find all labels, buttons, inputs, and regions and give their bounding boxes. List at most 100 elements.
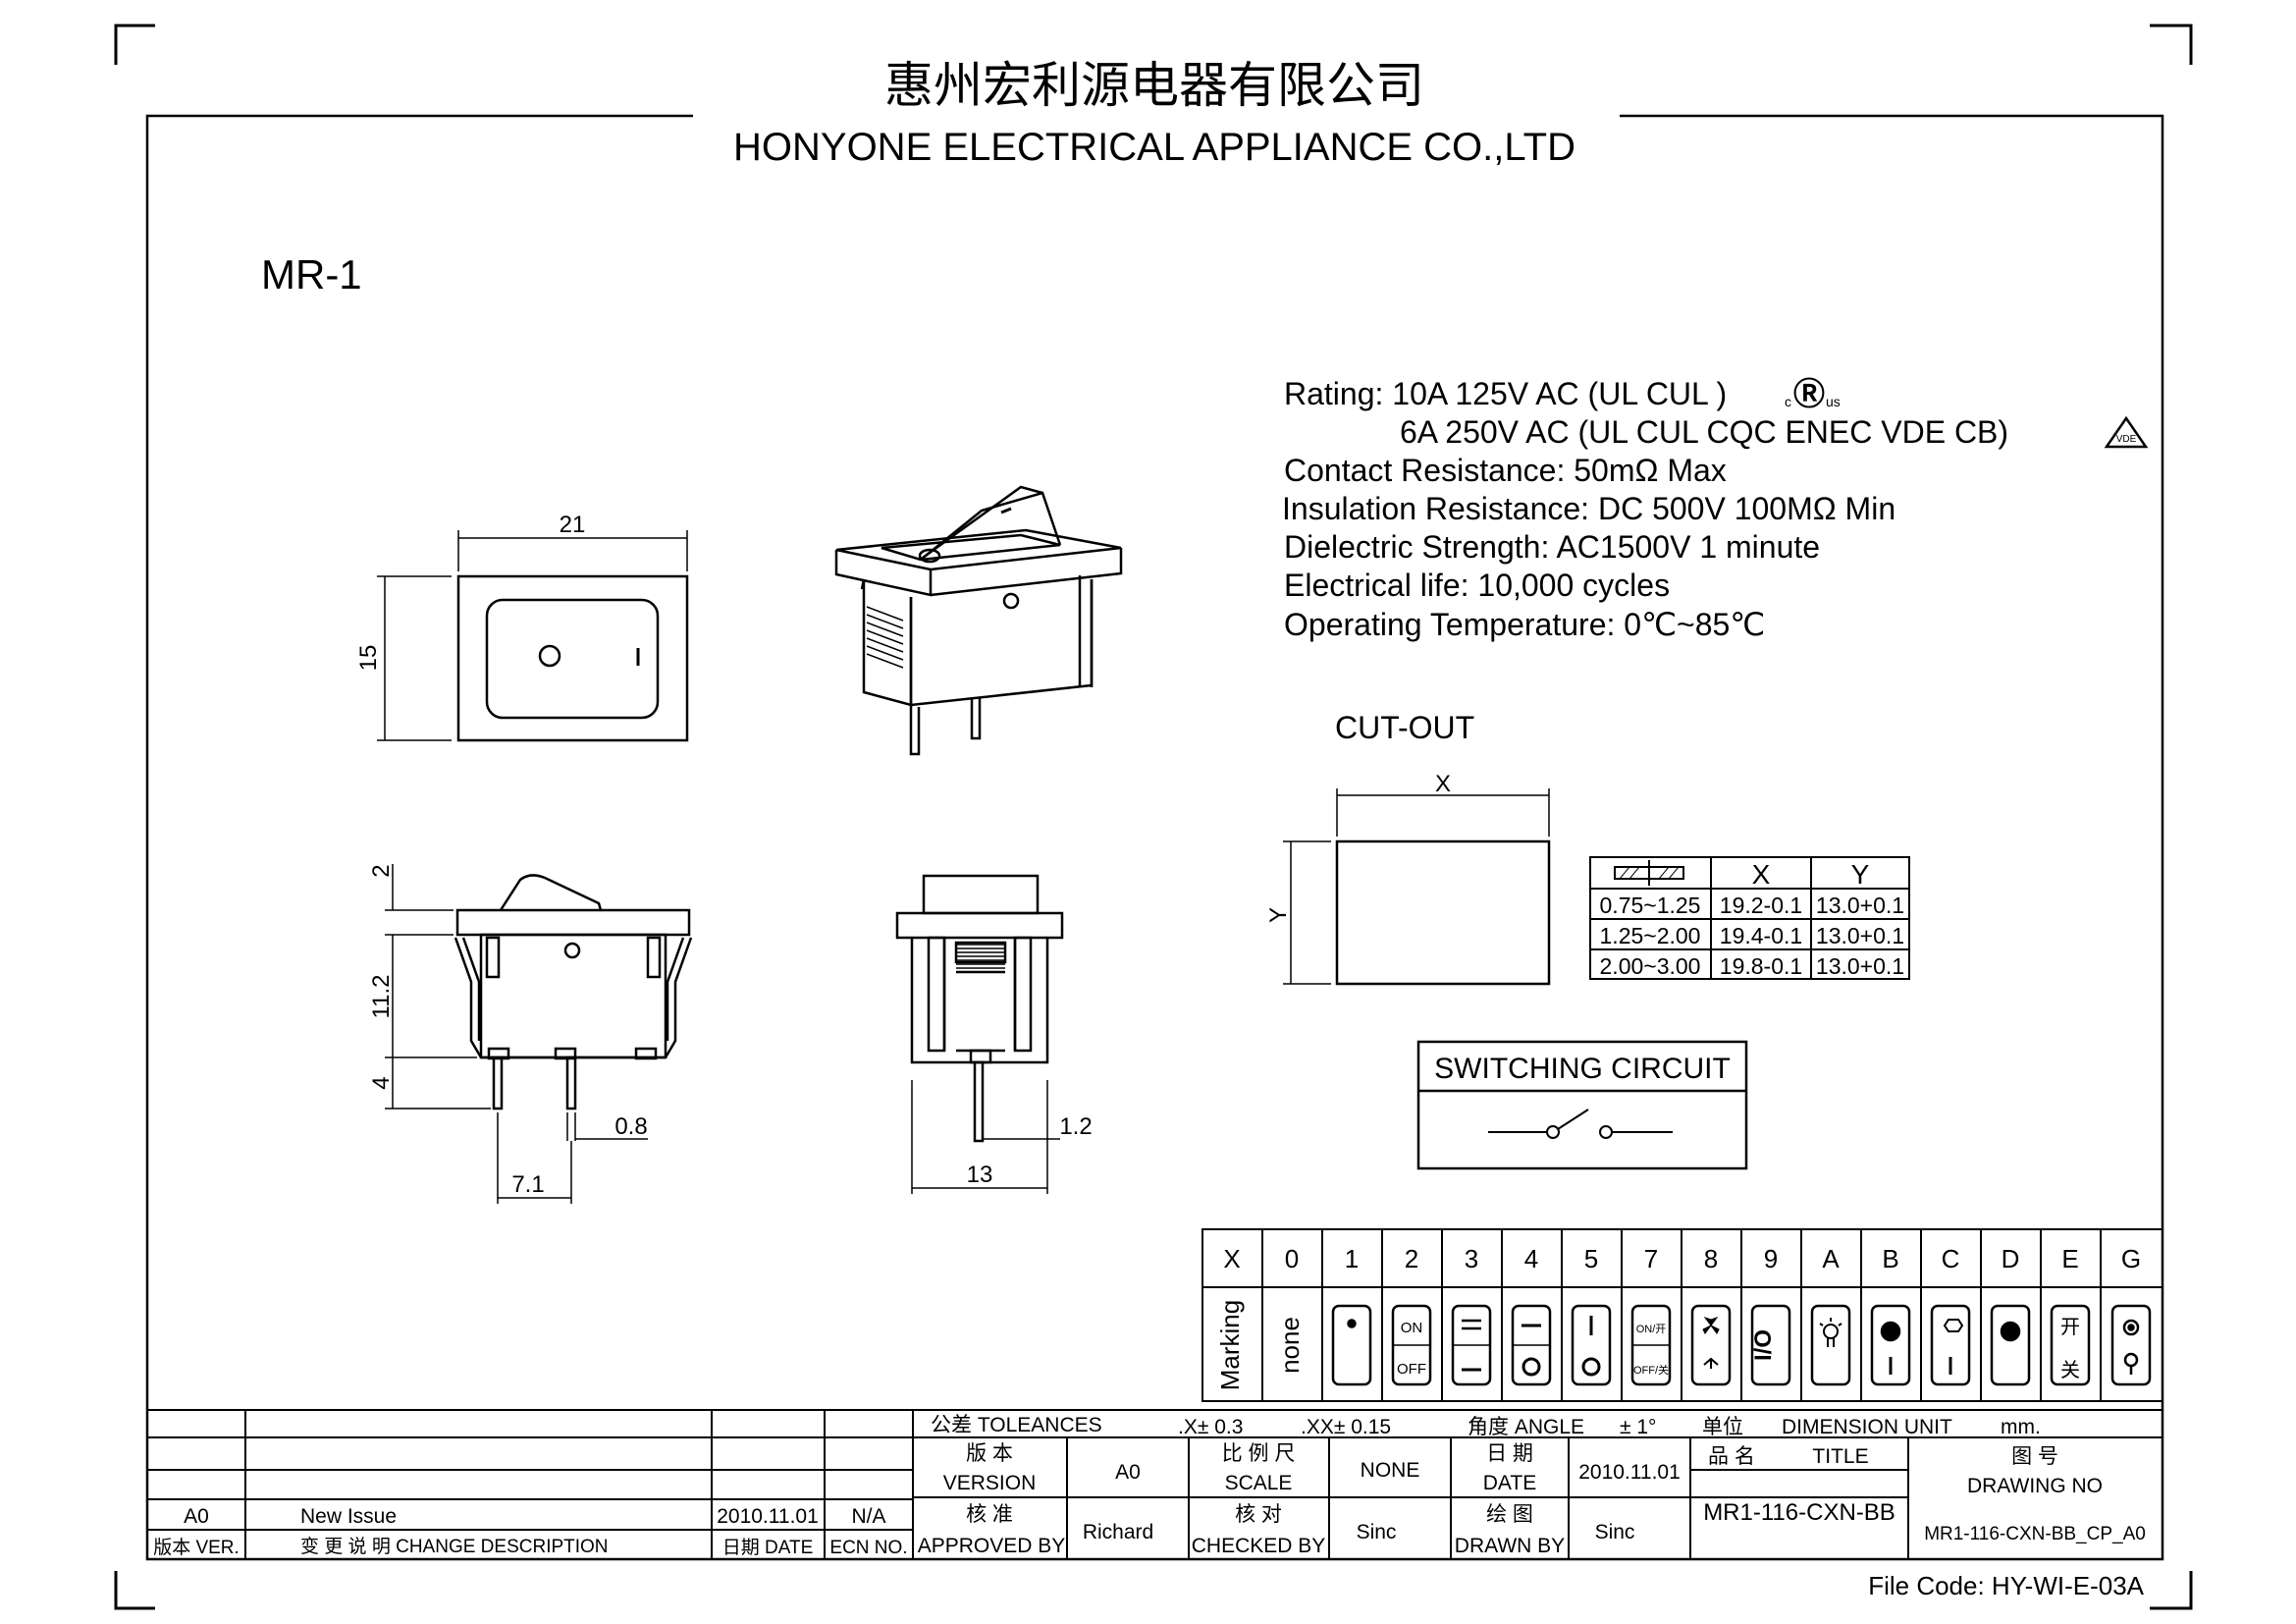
io-label: I/O [1750, 1329, 1777, 1361]
approved-cn: 核 准 [966, 1503, 1013, 1526]
rev-version: A0 [184, 1505, 209, 1528]
sheet-border [145, 114, 2164, 1561]
drawn-cn: 绘 图 [1486, 1503, 1533, 1526]
header-ecn: ECN NO. [829, 1538, 907, 1558]
rev-ecn: N/A [851, 1505, 885, 1528]
marking-codes: X 0 1 2 3 4 5 7 8 9 A B C D E G [1223, 1244, 2141, 1273]
marking-code: 3 [1465, 1244, 1478, 1273]
cutout-y-label: Y [1265, 907, 1292, 923]
marking-code: E [2061, 1244, 2078, 1273]
tolerances-label: 公差 TOLEANCES [931, 1414, 1102, 1436]
bar-circle-marking-icon [1511, 1304, 1552, 1386]
switching-circuit-box [1416, 1040, 1748, 1170]
model-number: MR-1 [261, 251, 362, 298]
cn-bot-label: 关 [2060, 1359, 2080, 1381]
spec-list: Rating: 10A 125V AC (UL CUL ) c Ⓡ us 6A … [1282, 376, 2149, 642]
tolerance-x: .X± 0.3 [1178, 1416, 1243, 1438]
front-width-dim: 21 [560, 512, 586, 538]
i-o-marking-icon [1750, 1304, 1791, 1386]
cutout-x-label: X [1435, 771, 1451, 797]
table-cell: 19.4-0.1 [1720, 923, 1802, 948]
cn-top-label: 开 [2060, 1317, 2080, 1338]
end-dim-width: 13 [967, 1162, 993, 1188]
cutout-table-rows: 0.75~1.25 19.2-0.1 13.0+0.1 1.25~2.00 19… [1600, 893, 1905, 979]
vertical-bar-circle-marking-icon [1571, 1304, 1612, 1386]
company-name-cn: 惠州宏利源电器有限公司 [884, 58, 1424, 113]
cutout-header-x: X [1752, 859, 1771, 890]
date-cn: 日 期 [1486, 1442, 1533, 1465]
spec-life: Electrical life: 10,000 cycles [1284, 568, 1670, 603]
marking-code: 7 [1644, 1244, 1658, 1273]
svg-text:c: c [1785, 394, 1791, 409]
panel-thickness-icon [1614, 860, 1684, 886]
approved-value: Richard [1083, 1521, 1153, 1543]
tolerance-xx: .XX± 0.15 [1301, 1416, 1391, 1438]
side-dim-mid: 11.2 [368, 975, 395, 1019]
date-label: DATE [1483, 1472, 1536, 1494]
double-bar-marking-icon [1451, 1304, 1492, 1386]
on-off-marking-icon [1391, 1304, 1432, 1386]
angle-label: 角度 ANGLE [1468, 1416, 1584, 1438]
stop-bar-marking-icon [1930, 1304, 1971, 1386]
dot-marking-icon [1331, 1304, 1372, 1386]
title-block-grid [147, 1409, 2163, 1559]
title-value: MR1-116-CXN-BB [1703, 1499, 1896, 1526]
table-cell: 19.2-0.1 [1720, 893, 1802, 918]
drawing-cn: 图 号 [2011, 1445, 2058, 1468]
side-dim-pitch: 7.1 [511, 1171, 544, 1198]
rev-description: New Issue [300, 1505, 397, 1528]
svg-text:Ⓡ: Ⓡ [1793, 376, 1825, 411]
corner-marks [114, 24, 2193, 1610]
marking-code: 0 [1285, 1244, 1299, 1273]
table-cell: 19.8-0.1 [1720, 953, 1802, 979]
on-cn-label: ON/开 [1636, 1324, 1667, 1335]
target-circle-marking-icon [2110, 1304, 2152, 1386]
drawing-label: DRAWING NO [1967, 1475, 2103, 1497]
table-cell: 2.00~3.00 [1600, 953, 1701, 979]
fan-marking-icon [1690, 1304, 1732, 1386]
lamp-marking-icon [1810, 1304, 1851, 1386]
table-cell: 13.0+0.1 [1816, 923, 1904, 948]
switch-symbol-icon [1488, 1109, 1673, 1139]
end-dim-pin: 1.2 [1059, 1113, 1092, 1140]
cutout-title: CUT-OUT [1335, 710, 1474, 745]
spec-dielectric: Dielectric Strength: AC1500V 1 minute [1284, 529, 1820, 565]
front-view [377, 530, 689, 742]
spec-rating-2: 6A 250V AC (UL CUL CQC ENEC VDE CB) [1400, 414, 2008, 450]
side-dim-top: 2 [368, 864, 395, 877]
cutout-table [1589, 856, 1910, 980]
marking-code: 9 [1764, 1244, 1778, 1273]
drawing-value: MR1-116-CXN-BB_CP_A0 [1924, 1524, 2146, 1544]
angle-value: ± 1° [1620, 1416, 1656, 1438]
table-cell: 13.0+0.1 [1816, 953, 1904, 979]
header-description: 变 更 说 明 CHANGE DESCRIPTION [300, 1536, 609, 1557]
front-height-dim: 15 [355, 645, 382, 672]
marking-icon-labels: ON OFF ON/开 OFF/关 I/O 开 关 [1397, 1317, 2080, 1381]
marking-code: 2 [1405, 1244, 1418, 1273]
spec-rating-1: Rating: 10A 125V AC (UL CUL ) [1284, 376, 1727, 411]
unit-value: mm. [2001, 1416, 2041, 1438]
vde-mark-icon: VDE [2104, 415, 2149, 449]
spec-temperature: Operating Temperature: 0℃~85℃ [1284, 607, 1765, 642]
marking-row-label: Marking [1215, 1300, 1245, 1390]
approved-label: APPROVED BY [918, 1535, 1066, 1557]
table-cell: 0.75~1.25 [1600, 893, 1701, 918]
marking-table [1201, 1228, 2163, 1402]
version-cn: 版 本 [966, 1442, 1013, 1465]
header-version: 版本 VER. [153, 1537, 240, 1558]
svg-text:us: us [1826, 394, 1841, 409]
date-value: 2010.11.01 [1578, 1461, 1681, 1484]
on-label: ON [1401, 1320, 1423, 1336]
side-dim-bot: 4 [368, 1076, 395, 1089]
checked-value: Sinc [1357, 1521, 1397, 1543]
scale-value: NONE [1361, 1459, 1420, 1482]
marking-code: 5 [1584, 1244, 1598, 1273]
large-dot-marking-icon [1990, 1304, 2031, 1386]
checked-cn: 核 对 [1235, 1503, 1282, 1526]
drawn-value: Sinc [1595, 1521, 1635, 1543]
spec-contact: Contact Resistance: 50mΩ Max [1284, 453, 1727, 488]
cutout-drawing [1283, 788, 1551, 986]
off-cn-label: OFF/关 [1633, 1363, 1669, 1377]
title-block-text: 公差 TOLEANCES .X± 0.3 .XX± 0.15 角度 ANGLE … [153, 1414, 2146, 1558]
